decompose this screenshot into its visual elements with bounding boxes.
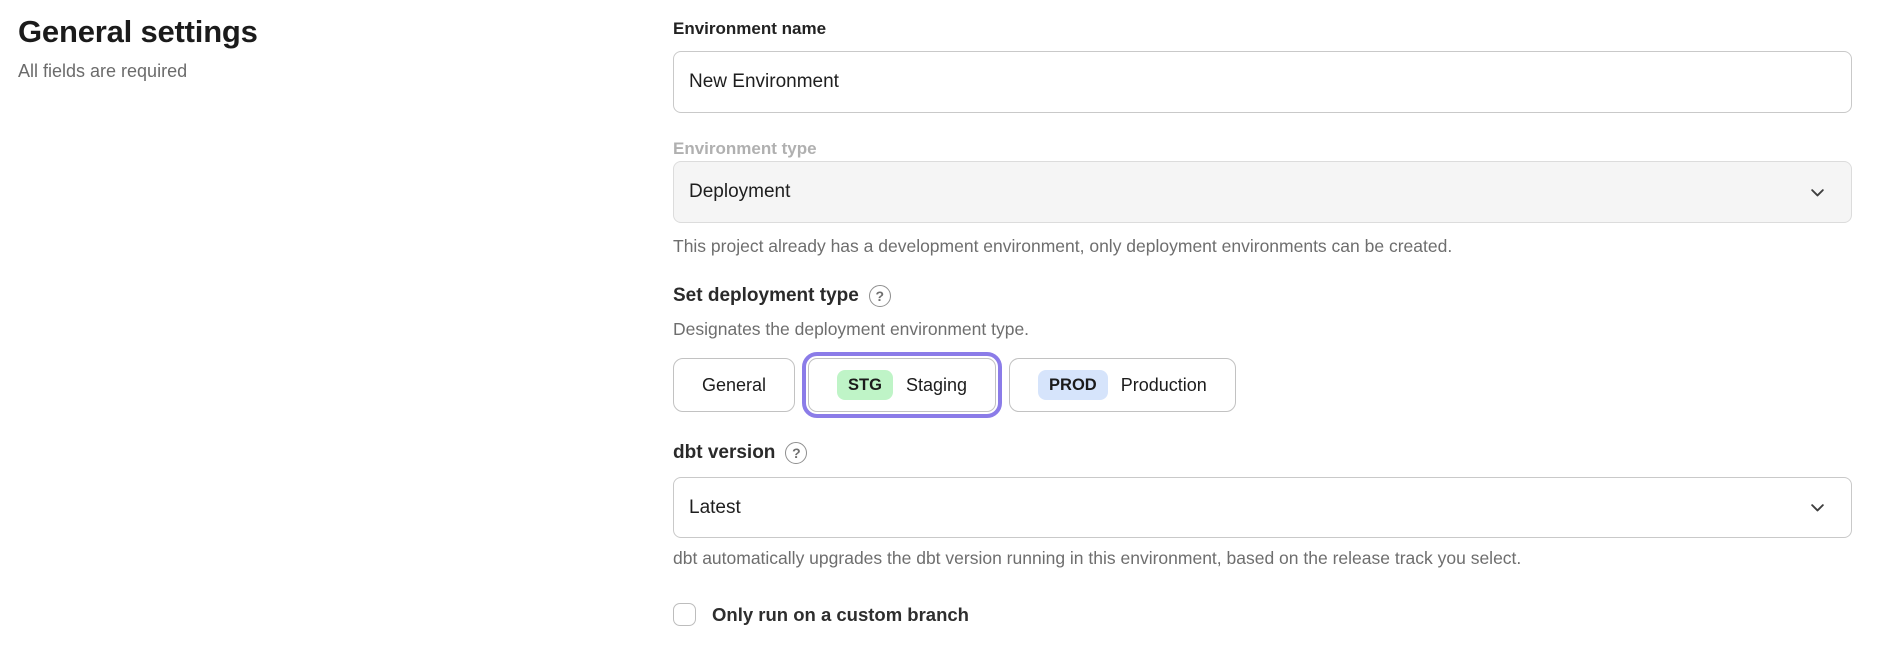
deployment-type-options: General STG Staging PROD Production bbox=[673, 352, 1236, 418]
option-label: Production bbox=[1120, 374, 1207, 395]
custom-branch-row: Only run on a custom branch bbox=[673, 603, 969, 626]
dbt-version-heading: dbt version ? bbox=[673, 442, 808, 464]
option-label: General bbox=[702, 374, 767, 395]
custom-branch-label[interactable]: Only run on a custom branch bbox=[712, 603, 969, 625]
deployment-type-selected-ring: STG Staging bbox=[802, 352, 1003, 418]
deployment-type-heading-text: Set deployment type bbox=[673, 285, 859, 306]
dbt-version-select[interactable]: Latest bbox=[673, 477, 1852, 538]
page-title: General settings bbox=[18, 14, 258, 49]
deployment-type-general-button[interactable]: General bbox=[673, 358, 796, 412]
environment-type-label: Environment type bbox=[673, 139, 817, 158]
chevron-down-icon bbox=[1811, 188, 1824, 196]
page-header: General settings All fields are required bbox=[18, 14, 258, 82]
production-badge: PROD bbox=[1038, 369, 1108, 401]
dbt-version-heading-text: dbt version bbox=[673, 442, 776, 463]
deployment-type-production-button[interactable]: PROD Production bbox=[1009, 358, 1236, 412]
custom-branch-checkbox[interactable] bbox=[673, 603, 696, 626]
environment-type-select: Deployment bbox=[673, 161, 1852, 223]
environment-type-value: Deployment bbox=[689, 181, 791, 202]
dbt-version-help-text: dbt automatically upgrades the dbt versi… bbox=[673, 548, 1522, 568]
staging-badge: STG bbox=[837, 369, 893, 401]
general-settings-form: Environment name Environment type Deploy… bbox=[673, 0, 1852, 660]
help-icon[interactable]: ? bbox=[868, 285, 891, 307]
option-label: Staging bbox=[905, 374, 968, 395]
chevron-down-icon bbox=[1811, 504, 1824, 512]
deployment-type-description: Designates the deployment environment ty… bbox=[673, 319, 1030, 339]
deployment-type-staging-button[interactable]: STG Staging bbox=[808, 358, 997, 412]
dbt-version-value: Latest bbox=[689, 496, 741, 518]
environment-type-help-text: This project already has a development e… bbox=[673, 236, 1453, 256]
deployment-type-heading: Set deployment type ? bbox=[673, 285, 891, 307]
help-icon[interactable]: ? bbox=[785, 442, 808, 464]
environment-name-input[interactable] bbox=[673, 51, 1852, 113]
page-subtitle: All fields are required bbox=[18, 61, 188, 81]
environment-name-label: Environment name bbox=[673, 19, 827, 38]
